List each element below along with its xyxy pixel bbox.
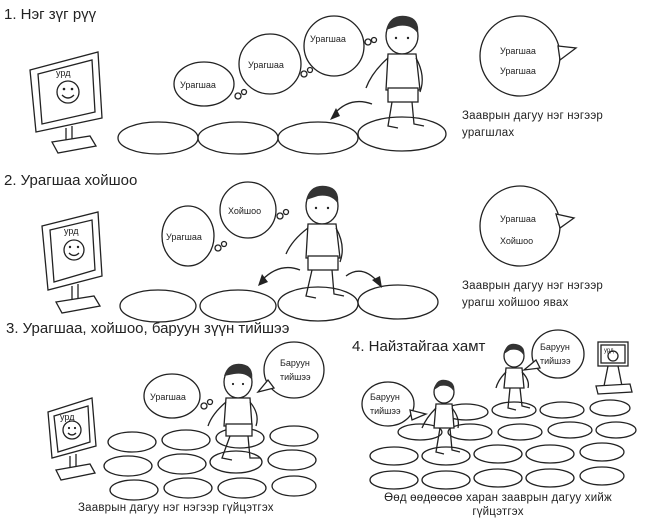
speech-4b-2: тийшээ (540, 356, 571, 366)
stepping-ovals-1 (117, 116, 447, 155)
section-3-title: 3. Урагшаа, хойшоо, баруун зүүн тийшээ (6, 320, 290, 337)
child-figure-2 (285, 185, 345, 299)
speech-bubble-2 (479, 185, 576, 267)
thought-3a: Урагшаа (150, 392, 186, 402)
arrow-back-icon (261, 266, 301, 281)
child-figure-4a (421, 379, 461, 455)
section-4-caption: Өөд өөдөөсөө харан зааврын дагуу хийж гү… (378, 490, 618, 521)
thought-1b: Урагшаа (248, 60, 284, 70)
thought-1c: Урагшаа (310, 34, 346, 44)
section-1-title: 1. Нэг зүг рүү (4, 6, 97, 23)
caption-line: Зааврын дагуу нэг нэгээр (462, 280, 604, 292)
stepping-ovals-2 (119, 284, 439, 323)
section-3-caption: Зааврын дагуу нэг нэгээр гүйцэтгэх (78, 500, 274, 517)
speech-bubble-3 (256, 341, 325, 399)
child-figure-4b (495, 343, 531, 411)
arrow-icon (333, 100, 373, 115)
speech-4a-2: тийшээ (370, 406, 401, 416)
caption-line: гүйцэтгэх (472, 506, 524, 518)
section-2-caption: Зааврын дагуу нэг нэгээр урагш хойшоо яв… (462, 278, 603, 312)
speech-4a-1: Баруун (370, 392, 400, 402)
board-label-4: урд (604, 348, 614, 354)
section-2-title: 2. Урагшаа хойшоо (4, 172, 138, 189)
speech-bubble-4b (521, 329, 585, 379)
thought-2b: Хойшоо (228, 206, 261, 216)
speech-1b: Урагшаа (500, 66, 536, 76)
sign-board-3 (47, 397, 97, 481)
caption-line: Зааврын дагуу нэг нэгээр (462, 110, 604, 122)
thought-bubbles-1 (173, 15, 378, 107)
thought-2a: Урагшаа (166, 232, 202, 242)
sign-board-4 (595, 341, 633, 395)
stepping-ovals-grid-3 (103, 425, 319, 501)
speech-1a: Урагшаа (500, 46, 536, 56)
sign-board-2 (41, 211, 103, 314)
speech-3a: Баруун (280, 358, 310, 368)
section-1-caption: Зааврын дагуу нэг нэгээр урагшлах (462, 108, 603, 142)
thought-bubble-3 (143, 373, 214, 419)
board-label-1: урд (56, 68, 71, 78)
speech-3b: тийшээ (280, 372, 311, 382)
caption-line: Өөд өөдөөсөө харан зааврын дагуу хийж (384, 492, 612, 504)
speech-bubble-1 (479, 15, 578, 97)
speech-4b-1: Баруун (540, 342, 570, 352)
speech-bubble-4a (361, 381, 429, 427)
stepping-ovals-grid-4 (369, 399, 637, 490)
caption-line: урагшлах (462, 127, 515, 139)
child-figure-1 (365, 15, 425, 129)
board-label-2: урд (64, 226, 79, 236)
board-label-3: урд (60, 412, 75, 422)
thought-1a: Урагшаа (180, 80, 216, 90)
thought-bubbles-2 (161, 181, 290, 267)
child-figure-3 (207, 363, 260, 461)
caption-line: Зааврын дагуу нэг нэгээр гүйцэтгэх (78, 502, 274, 514)
speech-2a: Урагшаа (500, 214, 536, 224)
caption-line: урагш хойшоо явах (462, 297, 569, 309)
sign-board-1 (29, 51, 103, 154)
speech-2b: Хойшоо (500, 236, 533, 246)
section-4-title: 4. Найзтайгаа хамт (352, 338, 486, 355)
